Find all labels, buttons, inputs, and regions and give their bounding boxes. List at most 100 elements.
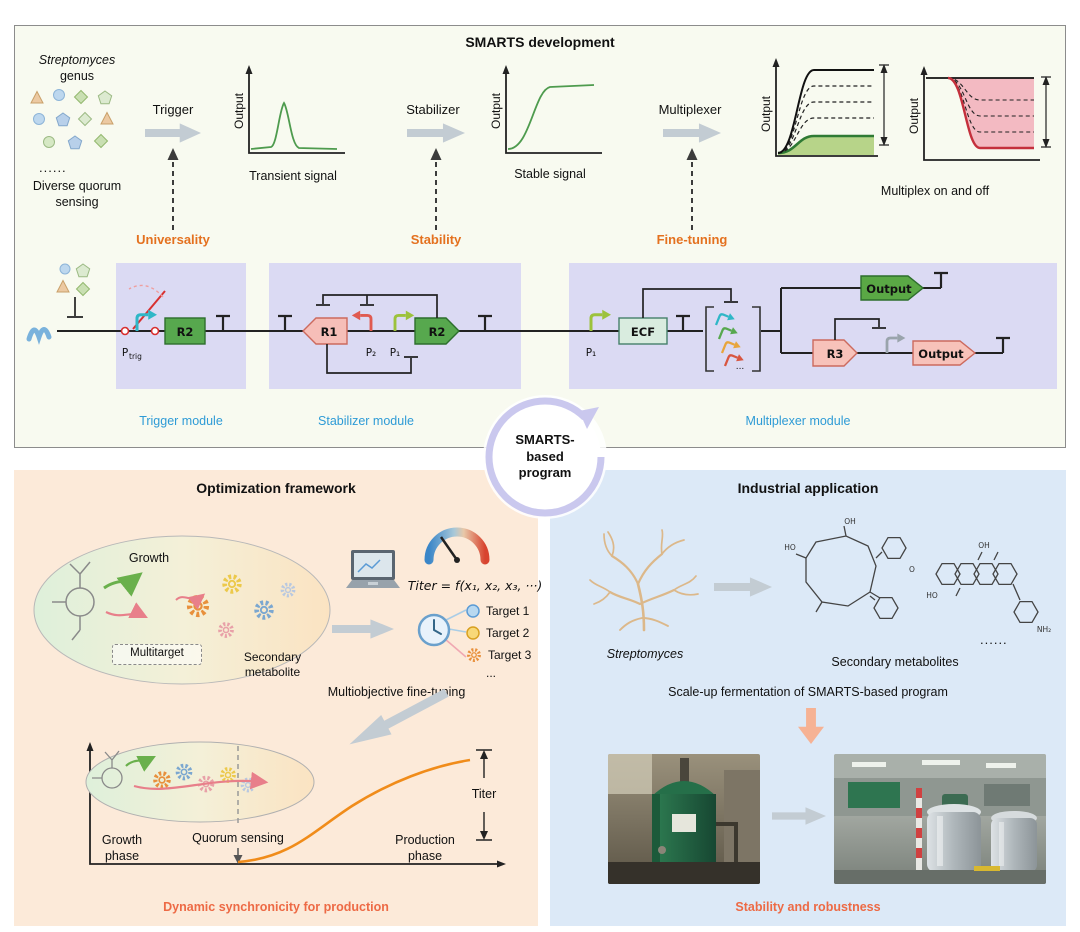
- stable-signal-chart: [502, 65, 602, 154]
- stabilizer-top-repression: [316, 294, 438, 318]
- metabolism-arrow-icon: [105, 602, 148, 618]
- target-list: Target 1 Target 2 Target 3 ...: [466, 600, 531, 681]
- step-stabilizer-label: Stabilizer: [406, 102, 460, 117]
- ptrig-sub-label: trig: [129, 352, 142, 361]
- stable-signal-label: Stable signal: [514, 167, 586, 181]
- smarts-program-badge: SMARTS- based program: [479, 391, 611, 523]
- metabolite-ellipsis: ......: [980, 632, 1008, 647]
- recombination-site-right: [150, 326, 160, 336]
- dna-wire: [57, 287, 1003, 354]
- trigger-flow-arrow: [145, 123, 201, 143]
- multiplexer-flow-arrow: [663, 123, 721, 143]
- r2-trigger-label: R2: [177, 325, 194, 339]
- transient-signal-chart: [245, 65, 345, 154]
- diverse-qs-label: Diverse quorum sensing: [32, 179, 122, 210]
- secondary-metabolites-label: Secondary metabolites: [831, 655, 959, 669]
- r2-trigger-gene: [164, 317, 206, 345]
- genetic-circuit-diagram: R2 P trig R1 P₂ P₁ R2 P₁ ECF: [26, 263, 1057, 389]
- laptop-icon: [346, 550, 400, 588]
- target2-label: Target 2: [486, 626, 530, 640]
- promoter-library-bracket: [705, 306, 761, 372]
- finetuning-dashed-arrow: [686, 148, 698, 230]
- flip-arc: [128, 284, 164, 298]
- fermenter-photo-right: [834, 754, 1046, 884]
- scale-up-down-arrow: [798, 708, 824, 744]
- r1-label: R1: [321, 325, 338, 339]
- target2-icon: [466, 626, 480, 640]
- svg-text:OH: OH: [978, 541, 990, 550]
- target3-label: Target 3: [488, 648, 532, 662]
- titer-label: Titer: [471, 787, 497, 801]
- streptomyces-colony-icon: [589, 529, 699, 632]
- industrial-caption: Stability and robustness: [735, 900, 881, 914]
- output-bottom-label: Output: [918, 347, 964, 361]
- production-phase-label: Production phase: [395, 833, 455, 864]
- ecf-regulation-line: [642, 288, 738, 318]
- optimization-framework-panel: Optimization framework Growth Multitarge…: [14, 470, 542, 926]
- library-dots: ...: [736, 362, 745, 372]
- gear-link-arrow: [175, 593, 206, 610]
- stabilizer-feedback-loop: [326, 344, 418, 374]
- anthracycline-structure: [935, 551, 1039, 624]
- output-top-label: Output: [866, 282, 912, 296]
- quality-universality: Universality: [136, 232, 210, 247]
- recombination-site-left: [120, 326, 130, 336]
- signal-shapes-icon: [56, 263, 91, 296]
- universality-dashed-arrow: [167, 148, 179, 230]
- smarts-development-panel: SMARTS development Streptomyces genus ..…: [14, 25, 1066, 448]
- multiplex-on-chart: [772, 58, 889, 157]
- mini-growth-arrow: [125, 756, 156, 772]
- optimization-caption: Dynamic synchronicity for production: [163, 900, 389, 914]
- svg-text:HO: HO: [926, 591, 938, 600]
- ecf-gene: [618, 317, 668, 345]
- multiplexer-module-label: Multiplexer module: [745, 414, 851, 428]
- panel-title-industrial: Industrial application: [737, 480, 879, 496]
- to-computation-arrow: [332, 619, 394, 639]
- between-photos-arrow: [772, 807, 826, 825]
- multiobjective-finetuning-label: Multiobjective fine-tuning: [327, 685, 466, 699]
- mini-metabolism-arrow: [133, 771, 269, 790]
- r2-stabilizer-label: R2: [429, 325, 446, 339]
- streptomyces-genus-label: Streptomyces genus: [38, 53, 116, 84]
- multiplex-off-chart: [920, 66, 1051, 161]
- growth-phase-label: Growth phase: [101, 833, 143, 864]
- secondary-metabolite-label: Secondary metabolite: [243, 650, 302, 679]
- receptor-icon: [26, 327, 52, 345]
- signal-repression-bar: [67, 297, 83, 318]
- r3-label: R3: [827, 347, 844, 361]
- p1-label: P₁: [390, 347, 401, 359]
- panel-title-smarts: SMARTS development: [465, 34, 615, 50]
- target-row-2: Target 2: [466, 622, 531, 644]
- svg-text:O: O: [909, 565, 915, 574]
- multiplex-caption: Multiplex on and off: [880, 184, 990, 198]
- badge-label: SMARTS- based program: [515, 431, 575, 481]
- to-metabolites-arrow: [714, 577, 772, 597]
- ecf-label: ECF: [631, 325, 655, 339]
- stabilizer-flow-arrow: [407, 123, 465, 143]
- svg-text:NH₂: NH₂: [1037, 625, 1051, 634]
- transient-signal-label: Transient signal: [249, 169, 337, 183]
- badge-ring: [483, 395, 607, 519]
- growth-arrow-icon: [103, 572, 143, 597]
- stabilizer-module-label: Stabilizer module: [318, 414, 414, 428]
- badge-ring-arrowhead: [579, 407, 599, 429]
- fermenter-photo-left: [608, 754, 760, 884]
- ptrig-label: P: [122, 347, 128, 359]
- quality-stability: Stability: [410, 232, 462, 247]
- industrial-application-panel: Industrial application Streptomyces OH: [550, 470, 1066, 926]
- gauge-icon: [424, 527, 490, 565]
- streptomyces-label: Streptomyces: [606, 647, 684, 661]
- target3-gear-icon: [467, 648, 481, 662]
- target1-icon: [466, 604, 480, 618]
- step-trigger-label: Trigger: [152, 102, 194, 117]
- mycelium-icon: [52, 561, 95, 641]
- metabolite-structures: OH HO O OH HO NH₂: [784, 517, 1051, 634]
- p2-label: P₂: [366, 347, 377, 359]
- quality-finetuning: Fine-tuning: [656, 232, 728, 247]
- panel-title-optimization: Optimization framework: [196, 480, 356, 496]
- production-phase-chart: [85, 741, 506, 868]
- p1-mux-label: P₁: [586, 347, 597, 359]
- cell-factory-illustration: [33, 535, 331, 685]
- target1-label: Target 1: [486, 604, 530, 618]
